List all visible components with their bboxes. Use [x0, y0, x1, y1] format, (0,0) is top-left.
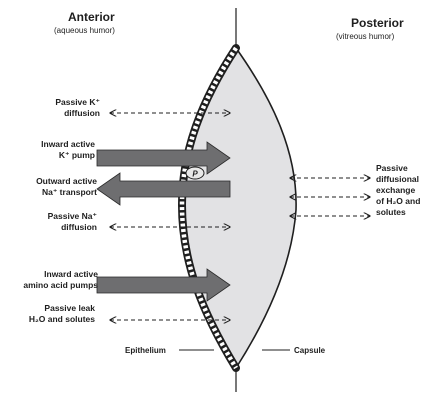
posterior-exchange-label-line: solutes — [376, 207, 420, 218]
inward-k-pump-label: Inward active K⁺ pump — [41, 139, 95, 161]
posterior-exchange-label-line: exchange — [376, 185, 420, 196]
passive-na-label-line: Passive Na⁺ — [48, 211, 97, 222]
passive-na-label-line: diffusion — [48, 222, 97, 233]
posterior-exchange-label-line: Passive — [376, 163, 420, 174]
amino-acid-pump-label-line: amino acid pumps — [23, 280, 98, 291]
inward-k-pump-label-line: K⁺ pump — [41, 150, 95, 161]
capsule-caption: Capsule — [294, 345, 325, 356]
posterior-heading: Posterior — [351, 16, 404, 30]
outward-na-label-line: Na⁺ transport — [36, 187, 97, 198]
amino-acid-pump-label: Inward active amino acid pumps — [23, 269, 98, 291]
passive-leak-label-line: Passive leak — [29, 303, 95, 314]
passive-na-label: Passive Na⁺ diffusion — [48, 211, 97, 233]
outward-na-label: Outward active Na⁺ transport — [36, 176, 97, 198]
posterior-exchange-label: Passive diffusional exchange of H₂O and … — [376, 163, 420, 218]
passive-k-label-line: Passive K⁺ — [55, 97, 100, 108]
posterior-exchange-label-line: of H₂O and — [376, 196, 420, 207]
passive-k-label: Passive K⁺ diffusion — [55, 97, 100, 119]
amino-acid-pump-arrow — [97, 269, 230, 301]
posterior-exchange-label-line: diffusional — [376, 174, 420, 185]
passive-leak-label: Passive leak H₂O and solutes — [29, 303, 95, 325]
pump-marker-label: P — [192, 170, 198, 179]
anterior-subheading: (aqueous humor) — [54, 25, 115, 36]
outward-na-label-line: Outward active — [36, 176, 97, 187]
inward-k-pump-label-line: Inward active — [41, 139, 95, 150]
inward-k-pump-arrow — [97, 142, 230, 174]
lens-body — [182, 48, 296, 368]
epithelium-caption: Epithelium — [125, 345, 166, 356]
anterior-heading: Anterior — [68, 10, 115, 24]
posterior-subheading: (vitreous humor) — [336, 31, 394, 42]
passive-leak-label-line: H₂O and solutes — [29, 314, 95, 325]
amino-acid-pump-label-line: Inward active — [23, 269, 98, 280]
passive-k-label-line: diffusion — [55, 108, 100, 119]
